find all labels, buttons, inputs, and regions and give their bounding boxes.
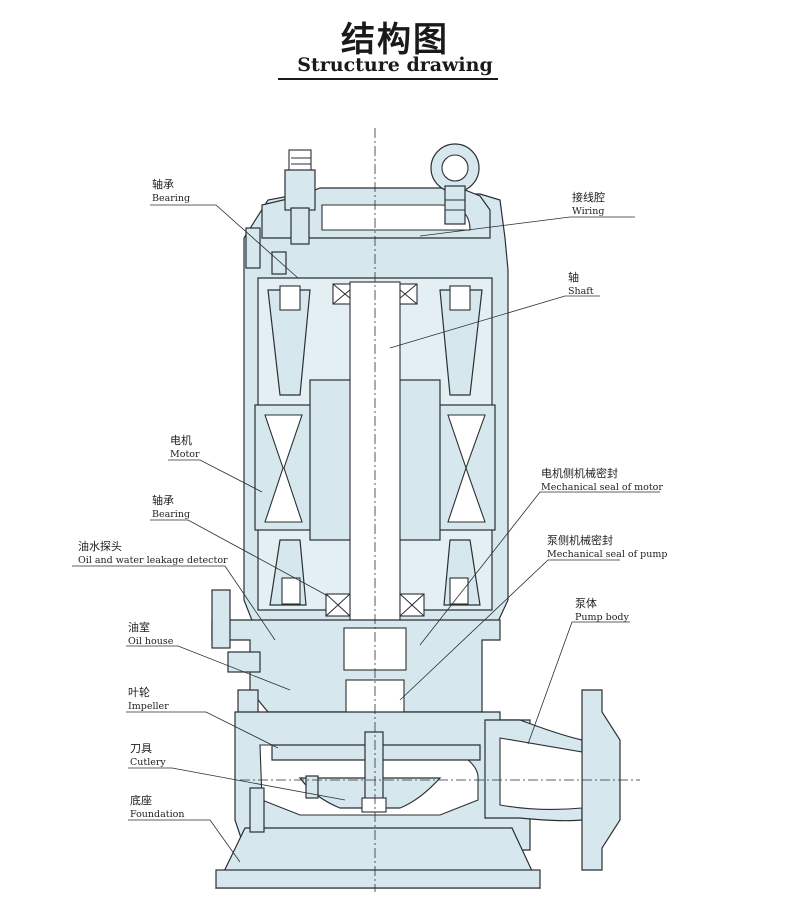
foundation-plate (215, 869, 541, 889)
svg-text:Impeller: Impeller (128, 701, 169, 712)
outlet-passage (499, 737, 583, 810)
svg-text:Mechanical seal of pump: Mechanical seal of pump (547, 549, 667, 560)
title-chinese: 结构图 (341, 20, 449, 60)
cutter-nut (361, 797, 387, 813)
label-motor: 电机 Motor (170, 433, 200, 460)
label-oil-house: 油室 Oil house (128, 620, 174, 647)
svg-text:Bearing: Bearing (152, 509, 190, 520)
title-english: Structure drawing (297, 54, 493, 76)
svg-text:底座: 底座 (130, 793, 152, 807)
svg-text:Cutlery: Cutlery (130, 757, 166, 768)
svg-text:Pump body: Pump body (575, 612, 630, 623)
svg-text:刀具: 刀具 (130, 742, 152, 755)
label-seal-pump: 泵侧机械密封 Mechanical seal of pump (547, 533, 667, 560)
lifting-eye (430, 143, 480, 225)
svg-text:轴承: 轴承 (152, 177, 174, 191)
coil-ends-top (267, 285, 483, 396)
svg-text:轴: 轴 (568, 270, 579, 284)
label-pump-body: 泵体 Pump body (575, 596, 630, 623)
label-bearing-top: 轴承 Bearing (152, 177, 190, 204)
svg-text:叶轮: 叶轮 (128, 685, 150, 699)
svg-text:Foundation: Foundation (130, 809, 184, 820)
label-shaft: 轴 Shaft (568, 270, 594, 297)
lower-bearing (325, 593, 425, 617)
svg-text:Motor: Motor (170, 449, 200, 460)
svg-text:电机侧机械密封: 电机侧机械密封 (541, 466, 618, 480)
svg-text:轴承: 轴承 (152, 493, 174, 507)
label-leak-detector: 油水探头 Oil and water leakage detector (78, 539, 228, 566)
label-impeller: 叶轮 Impeller (128, 685, 169, 712)
svg-text:电机: 电机 (170, 433, 192, 447)
leader-lines (72, 204, 660, 863)
svg-text:Oil and water leakage detector: Oil and water leakage detector (78, 555, 228, 566)
svg-text:Bearing: Bearing (152, 193, 190, 204)
label-seal-motor: 电机侧机械密封 Mechanical seal of motor (541, 466, 663, 493)
svg-text:Wiring: Wiring (572, 206, 604, 217)
svg-text:Shaft: Shaft (568, 286, 594, 297)
svg-text:Mechanical seal of motor: Mechanical seal of motor (541, 482, 663, 493)
cable-gland (284, 149, 316, 245)
label-foundation: 底座 Foundation (130, 793, 184, 820)
svg-text:泵体: 泵体 (575, 596, 597, 610)
svg-text:油水探头: 油水探头 (78, 539, 122, 553)
svg-text:油室: 油室 (128, 620, 150, 634)
title-underline (278, 78, 498, 80)
svg-text:泵侧机械密封: 泵侧机械密封 (547, 533, 613, 547)
pump-drawing (211, 128, 640, 892)
label-bearing-lower: 轴承 Bearing (152, 493, 190, 520)
label-wiring: 接线腔 Wiring (572, 190, 605, 217)
svg-text:Oil house: Oil house (128, 636, 174, 647)
svg-text:接线腔: 接线腔 (572, 190, 605, 204)
coil-ends-bottom (269, 539, 481, 606)
label-cutlery: 刀具 Cutlery (130, 742, 166, 768)
